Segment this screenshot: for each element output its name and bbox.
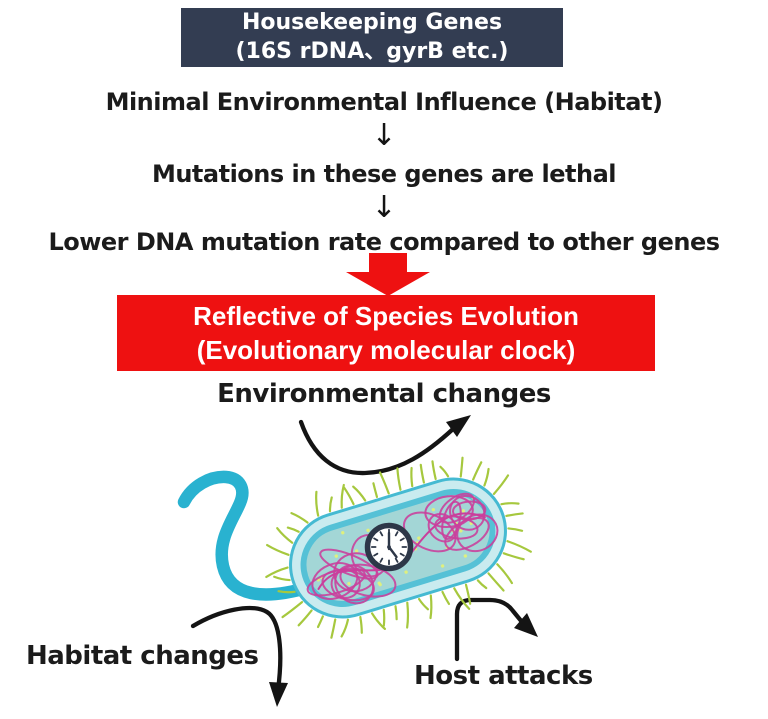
host-attacks-arrow [454, 597, 538, 662]
down-arrow-icon-1: ↓ [371, 118, 397, 153]
down-arrow-icon-2: ↓ [371, 190, 397, 225]
red-block-arrow-icon [346, 253, 430, 296]
hour-hand [387, 545, 398, 559]
label-environmental-changes: Environmental changes [217, 379, 551, 409]
flow-step-2: Mutations in these genes are lethal [151, 160, 617, 188]
flow-step-3: Lower DNA mutation rate compared to othe… [48, 228, 720, 256]
conclusion-box: Reflective of Species Evolution (Evoluti… [117, 295, 655, 371]
label-host-attacks: Host attacks [414, 661, 593, 691]
clock-center-dot [387, 545, 391, 549]
clock-icon [364, 522, 414, 572]
header-box: Housekeeping Genes (16S rDNA、gyrB etc.) [181, 8, 563, 67]
red-block-arrow-shape [346, 253, 430, 296]
flagellum [177, 470, 317, 601]
arrowhead [446, 415, 471, 437]
pili-fimbriae [265, 456, 532, 639]
arrowhead [269, 682, 288, 707]
header-subtitle: (16S rDNA、gyrB etc.) [235, 38, 509, 64]
header-title: Housekeeping Genes [241, 10, 503, 36]
arrowhead [514, 613, 538, 637]
flow-step-1: Minimal Environmental Influence (Habitat… [105, 88, 663, 116]
environmental-changes-arrow [298, 415, 471, 476]
habitat-changes-arrow [190, 605, 288, 707]
label-habitat-changes: Habitat changes [26, 641, 259, 671]
conclusion-line-1: Reflective of Species Evolution [193, 300, 579, 331]
conclusion-line-2: (Evolutionary molecular clock) [196, 335, 576, 365]
dna-tangle [306, 492, 499, 605]
bacterium-illustration [177, 415, 538, 707]
